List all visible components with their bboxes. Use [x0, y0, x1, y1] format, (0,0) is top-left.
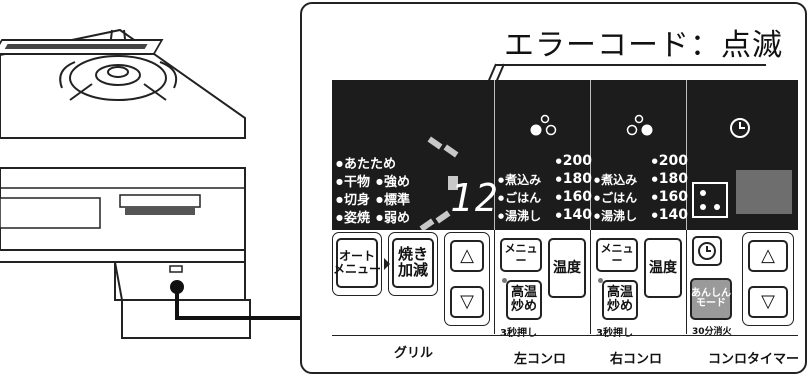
- timer-caption: 30分消火: [692, 327, 732, 337]
- left-indicator-dot: [502, 278, 507, 283]
- right-menu-button[interactable]: メニュー: [596, 238, 638, 272]
- timer-clock-button[interactable]: [692, 236, 722, 266]
- left-burner-icon: [530, 114, 557, 136]
- timer-dice-indicator: [692, 182, 728, 218]
- clock-icon: [730, 118, 750, 138]
- grill-menu-row: 姿焼弱め: [336, 207, 410, 226]
- right-caption: 3秒押し: [596, 328, 633, 339]
- grill-down-button[interactable]: ▽: [450, 286, 484, 318]
- timer-up-button[interactable]: △: [748, 240, 788, 272]
- grill-menu-row: あたため: [336, 153, 396, 172]
- control-panel-callout: エラーコード：点滅 あたため 干物強め 切身標準 姿焼弱め 12: [300, 2, 807, 374]
- divider: [590, 230, 591, 334]
- timer-down-button[interactable]: ▽: [748, 286, 788, 318]
- clock-icon: [698, 242, 716, 260]
- timer-section-label: コンロタイマー: [708, 352, 800, 367]
- right-indicator-dot: [598, 278, 603, 283]
- right-burner-icon: [626, 114, 653, 136]
- timer-display-box: [736, 170, 792, 214]
- burner-grate-icon: [59, 29, 178, 101]
- grill-up-button[interactable]: △: [450, 240, 484, 272]
- display-strip: あたため 干物強め 切身標準 姿焼弱め 12 200 煮込み180 ごはん160…: [332, 80, 798, 230]
- yaki-kagen-outline: [388, 232, 438, 296]
- auto-menu-button[interactable]: オート メニュー: [333, 238, 381, 288]
- error-code-digits: 12: [450, 176, 500, 220]
- button-area: オート メニュー 焼き 加減 △ ▽ メニュー 温度 高温 炒め 3秒押し メニ…: [332, 230, 798, 339]
- left-high-temp-button[interactable]: 高温 炒め: [506, 280, 542, 320]
- divider: [494, 230, 495, 334]
- right-high-temp-button[interactable]: 高温 炒め: [602, 280, 638, 320]
- divider: [494, 80, 495, 230]
- left-temp-button[interactable]: 温度: [548, 238, 586, 298]
- grill-arrow-outline: [444, 232, 490, 326]
- grill-menu-row: 切身標準: [336, 189, 410, 208]
- error-label-underline: [496, 64, 766, 66]
- stove-illustration: [0, 28, 300, 339]
- timer-arrow-outline: [742, 232, 794, 326]
- blinking-indicator-icon: [419, 136, 459, 230]
- left-menu-button[interactable]: メニュー: [500, 238, 542, 272]
- grill-menu-row: 干物強め: [336, 171, 410, 190]
- error-code-label: エラーコード：点滅: [504, 28, 783, 63]
- auto-menu-outline: [332, 232, 382, 296]
- labels-divider: [332, 335, 798, 336]
- arrow-right-icon: [384, 258, 390, 270]
- right-temp-button[interactable]: 温度: [644, 238, 682, 298]
- yaki-kagen-button[interactable]: 焼き 加減: [392, 238, 434, 288]
- grill-section-label: グリル: [394, 346, 434, 361]
- anshin-mode-button[interactable]: あんしん モード: [690, 278, 732, 320]
- left-caption: 3秒押し: [500, 328, 537, 339]
- divider: [686, 230, 687, 334]
- right-burner-section-label: 右コンロ: [610, 352, 663, 367]
- left-burner-section-label: 左コンロ: [514, 352, 567, 367]
